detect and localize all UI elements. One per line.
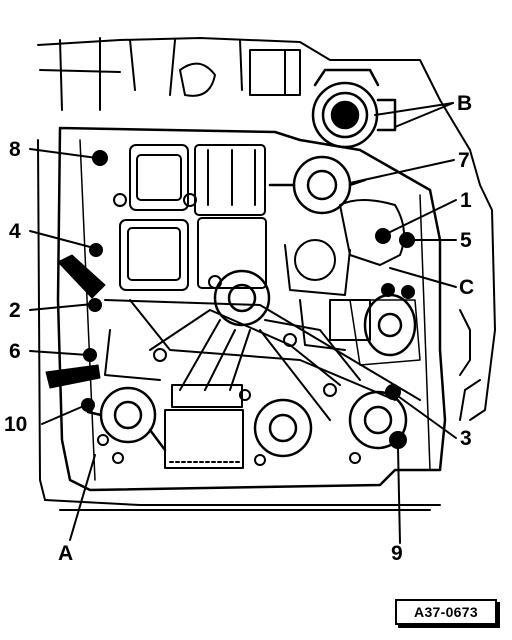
callout-2: 2 (9, 299, 21, 322)
callout-a: A (58, 542, 73, 565)
callout-b: B (457, 92, 472, 115)
pressure-regulator-7 (268, 155, 367, 215)
locating-arrow-upper (57, 254, 106, 299)
callout-7: 7 (458, 149, 470, 172)
solenoid-b (311, 68, 397, 149)
valve-right-mid (349, 293, 421, 366)
bolt-heads (81, 150, 415, 466)
callout-5: 5 (460, 229, 472, 252)
figure-reference: A37-0673 (414, 604, 478, 620)
leader-lines (29, 102, 457, 544)
callout-1: 1 (460, 189, 472, 212)
wiring-connector (164, 384, 244, 469)
callout-6: 6 (9, 340, 21, 363)
callout-8: 8 (9, 138, 21, 161)
pressure-regulator-center (213, 269, 271, 327)
pressure-regulator-left (86, 386, 167, 452)
pressure-regulator-bottom-mid (253, 398, 313, 458)
solenoid-block-upper (113, 144, 267, 291)
callout-3: 3 (460, 427, 472, 450)
callout-c: C (459, 276, 474, 299)
wire-harness (104, 299, 421, 421)
housing-outline (37, 37, 496, 511)
locating-arrow-lower (45, 364, 101, 389)
callout-9: 9 (391, 542, 403, 565)
valve-body-plate (56, 126, 447, 492)
callout-10: 10 (4, 413, 27, 436)
callout-4: 4 (9, 220, 21, 243)
figure-reference-box: A37-0673 (395, 599, 497, 625)
